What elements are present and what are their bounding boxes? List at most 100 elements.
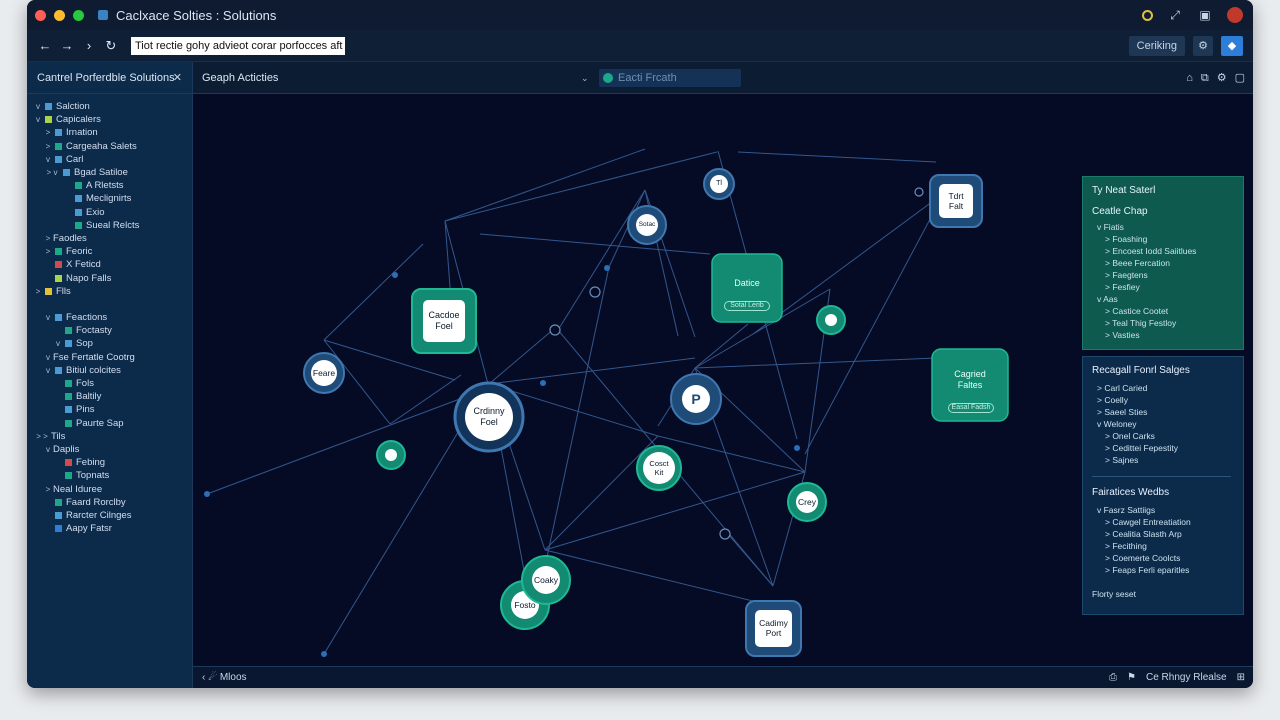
copy-icon[interactable]: ⧉ <box>1200 72 1209 84</box>
chevron-icon[interactable]: v <box>46 365 50 375</box>
panel-list-item[interactable]: v Aas <box>1097 294 1118 304</box>
panel-list-item[interactable]: > Fesfiey <box>1105 282 1140 292</box>
sidebar-tree-item[interactable]: Meclignirts <box>27 192 192 205</box>
sidebar-tree-item[interactable]: Sueal Relcts <box>27 219 192 232</box>
window-icon[interactable]: ▣ <box>1199 8 1211 22</box>
panel-list-item[interactable]: > Castice Cootet <box>1105 306 1169 316</box>
panel-list-item[interactable]: v Fasrz Sattiigs <box>1097 505 1156 515</box>
forward-small-icon[interactable]: › <box>86 38 92 53</box>
forward-icon[interactable]: → <box>60 38 74 53</box>
maximize-window-button[interactable] <box>73 9 84 21</box>
sidebar-tree-item[interactable]: >Irnation <box>27 126 192 139</box>
lock-icon[interactable]: ⌂ <box>1186 72 1193 84</box>
reload-icon[interactable]: ↻ <box>105 37 117 53</box>
chevron-icon[interactable]: > <box>45 233 51 243</box>
sidebar-tree-item[interactable]: Febing <box>27 456 192 469</box>
panel-list-item[interactable]: > Faegtens <box>1105 270 1148 280</box>
panel-list-item[interactable]: > Fecithing <box>1105 541 1147 551</box>
chevron-icon[interactable]: > <box>35 286 41 296</box>
window-small-icon[interactable]: ▢ <box>1234 72 1245 84</box>
sidebar-tree-item[interactable]: >Neal Iduree <box>27 482 192 495</box>
panel-list-item[interactable]: > Beee Fercation <box>1105 258 1170 268</box>
sidebar-tree-item[interactable]: >Feoric <box>27 245 192 258</box>
sidebar-tree-item[interactable]: Fols <box>27 377 192 390</box>
sidebar-tree-item[interactable]: Rarcter Cilnges <box>27 509 192 522</box>
chevron-icon[interactable]: > <box>45 141 51 151</box>
power-button[interactable] <box>1227 7 1243 23</box>
panel-list-item[interactable]: > Teal Thig Festloy <box>1105 318 1177 328</box>
chevron-icon[interactable]: v <box>46 352 50 362</box>
sidebar-tree-item[interactable]: Foctasty <box>27 324 192 337</box>
share-icon[interactable]: ◆ <box>1221 36 1243 56</box>
chevron-icon[interactable]: v <box>46 444 50 454</box>
node-datice[interactable] <box>711 253 783 323</box>
sidebar-tree-item[interactable]: Faard Rorclby <box>27 496 192 509</box>
back-icon[interactable]: ← <box>38 38 52 53</box>
address-bar[interactable]: Tiot rectie gohy advieot corar porfocces… <box>131 36 345 55</box>
sidebar-tree-item[interactable]: Napo Falls <box>27 271 192 284</box>
status-ring-icon[interactable] <box>1142 9 1153 21</box>
sidebar-tree-item[interactable]: >Faodles <box>27 232 192 245</box>
sidebar-tree-item[interactable]: Exio <box>27 206 192 219</box>
search-input[interactable]: Eacti Frcath <box>599 69 741 87</box>
chevron-icon[interactable]: > <box>45 484 51 494</box>
chevron-down-icon[interactable]: ⌄ <box>581 73 589 83</box>
sidebar-tree-item[interactable]: Paurte Sap <box>27 417 192 430</box>
sidebar-tree-item[interactable]: >Cargeaha Salets <box>27 140 192 153</box>
panel-list-item[interactable]: > Carl Caried <box>1097 383 1148 393</box>
sidebar-tree-item[interactable]: X Feticd <box>27 258 192 271</box>
panel-list-item[interactable]: v Weloney <box>1097 419 1137 429</box>
close-window-button[interactable] <box>35 9 46 21</box>
panel-list-item[interactable]: > Cawgel Entreatiation <box>1105 517 1191 527</box>
chevron-icon[interactable]: v <box>36 102 40 112</box>
panel-list-item[interactable]: > Feaps Ferli eparitles <box>1105 565 1190 575</box>
chevron-icon[interactable]: > <box>45 247 51 257</box>
panel-list-item[interactable]: > Encoest Iodd Saiitlues <box>1105 246 1197 256</box>
panel-list-item[interactable]: v Fiatis <box>1097 222 1124 232</box>
panel-list-item[interactable]: > Onel Carks <box>1105 431 1155 441</box>
panel-list-item[interactable]: > Coelly <box>1097 395 1128 405</box>
panel-list-item[interactable]: > Cealitia Slasth Arp <box>1105 529 1182 539</box>
panel-list-item[interactable]: > Saeel Sties <box>1097 407 1148 417</box>
sidebar-tree-item[interactable]: Topnats <box>27 469 192 482</box>
sidebar-tree-item[interactable] <box>27 298 192 311</box>
sidebar-tree-item[interactable]: Baltily <box>27 390 192 403</box>
chevron-icon[interactable]: v <box>46 313 50 323</box>
sidebar-tree-item[interactable]: A Rletsts <box>27 179 192 192</box>
setting-button[interactable]: Ceriking <box>1128 36 1185 56</box>
sidebar-tree-item[interactable]: >Flls <box>27 285 192 298</box>
sidebar-tree-item[interactable]: Aapy Fatsr <box>27 522 192 535</box>
panel-list-item[interactable]: > Vasties <box>1105 330 1140 340</box>
panel-list-item[interactable]: > Cedittei Fepestity <box>1105 443 1178 453</box>
chevron-icon[interactable]: > > <box>36 431 48 441</box>
chevron-icon[interactable]: > <box>45 128 51 138</box>
chevron-icon[interactable]: > v <box>46 168 58 178</box>
panel-list-item[interactable]: > Coemerte Coolcts <box>1105 553 1181 563</box>
chevron-icon[interactable]: v <box>56 339 60 349</box>
grid-icon[interactable]: ⊞ <box>1236 672 1245 683</box>
resources-footer-link[interactable]: Florty seset <box>1092 589 1136 599</box>
gear-icon[interactable]: ⚙ <box>1193 36 1213 56</box>
panel-list-item[interactable]: > Sajnes <box>1105 455 1139 465</box>
graph-canvas[interactable]: Cacdoe Foel Datice Sotal Lerib Cagried F… <box>193 94 1253 668</box>
chevron-icon[interactable]: v <box>46 154 50 164</box>
settings-small-icon[interactable]: ⚙ <box>1216 72 1227 84</box>
panel-list-item[interactable]: > Foashing <box>1105 234 1148 244</box>
flag-icon[interactable]: ⚑ <box>1127 672 1136 683</box>
save-icon[interactable]: ⎙ <box>1109 672 1118 683</box>
expand-icon[interactable]: ⤢ <box>1170 8 1180 22</box>
minimize-window-button[interactable] <box>54 9 65 21</box>
chevron-icon[interactable]: v <box>36 115 40 125</box>
sidebar-tree-item[interactable]: Pins <box>27 403 192 416</box>
sidebar-tree-item[interactable]: > >Tils <box>27 430 192 443</box>
close-icon[interactable]: ✕ <box>172 72 182 84</box>
